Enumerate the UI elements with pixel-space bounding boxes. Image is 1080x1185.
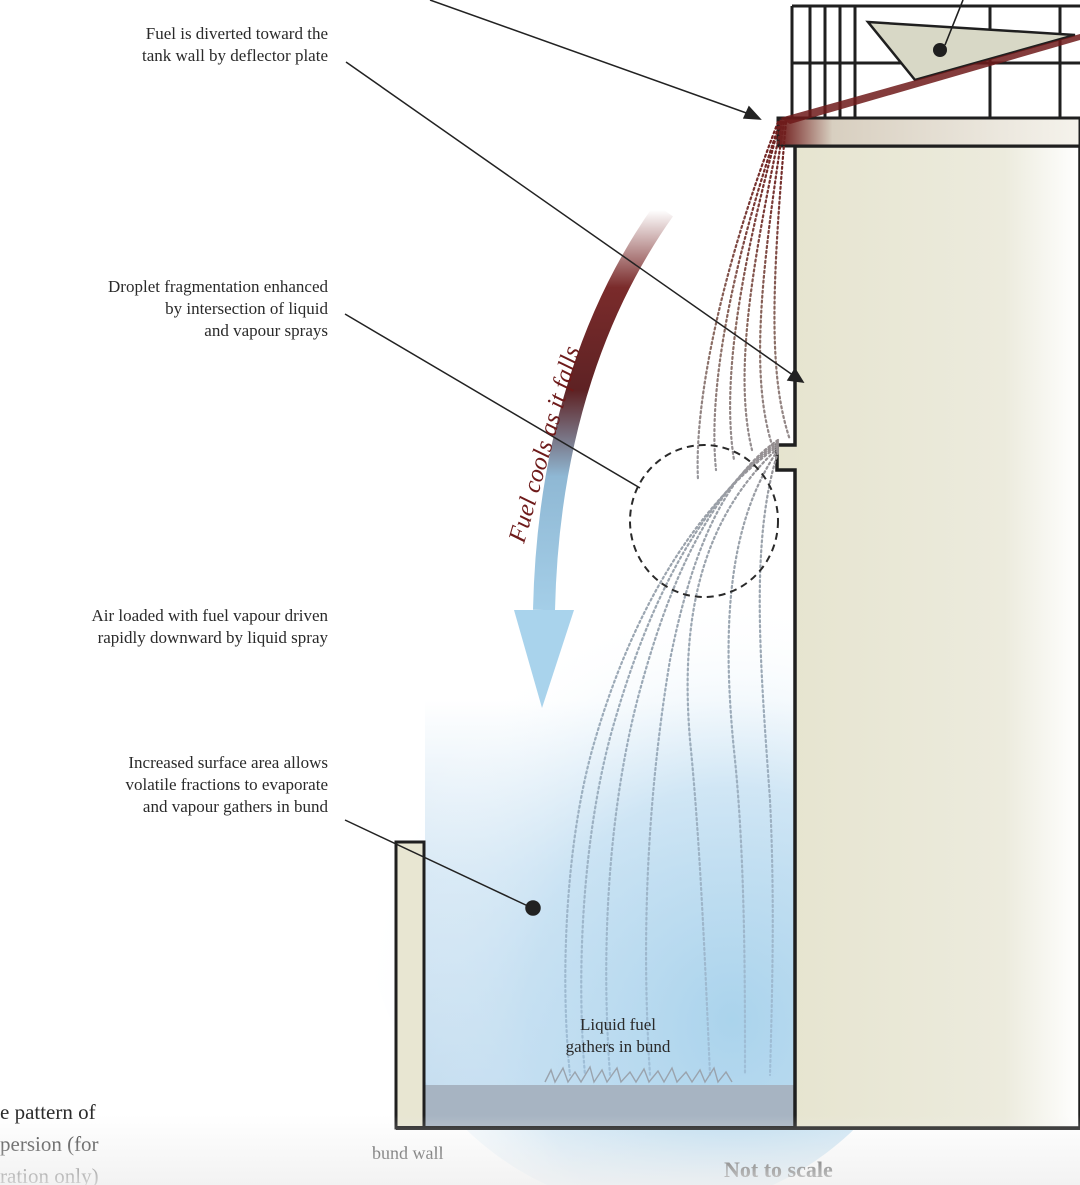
deflector-label: Fuel is diverted toward the tank wall by… xyxy=(142,24,328,65)
bund-wall xyxy=(394,840,426,1130)
roof-overflow xyxy=(780,34,1080,124)
leader-lines xyxy=(344,0,805,916)
surface-area-label: Increased surface area allows volatile f… xyxy=(125,753,329,816)
liquid-fuel-label: Liquid fuel gathers in bund xyxy=(565,1015,671,1056)
not-to-scale-label: Not to scale xyxy=(724,1157,833,1182)
fuel-stream xyxy=(564,120,792,1077)
liquid-pool xyxy=(425,1085,795,1127)
air-loaded-label: Air loaded with fuel vapour driven rapid… xyxy=(91,606,328,647)
fragmentation-label: Droplet fragmentation enhanced by inters… xyxy=(108,277,328,340)
intersection-zone xyxy=(629,444,779,598)
cooling-arrow xyxy=(514,203,673,708)
roof-vent xyxy=(865,0,1076,82)
caption-fragment: e pattern of persion (for ration only) xyxy=(0,1100,99,1185)
bund-wall-label: bund wall xyxy=(372,1143,444,1163)
storage-tank xyxy=(775,116,1080,1130)
splash xyxy=(544,1065,733,1084)
